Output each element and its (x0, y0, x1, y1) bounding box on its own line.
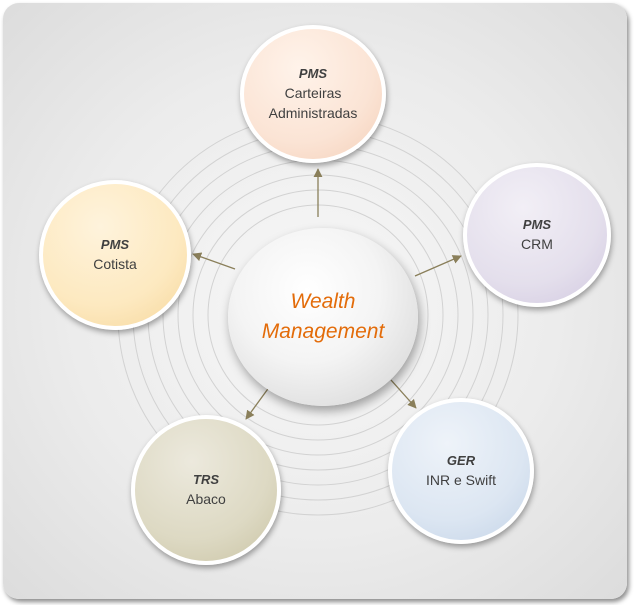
arrow-to-left-node (192, 252, 236, 270)
node-label: CRM (521, 236, 553, 252)
node-title: PMS (522, 217, 552, 232)
node-label: Carteiras (284, 85, 342, 101)
diagram-frame: PMS Carteiras Administradas PMS CRM GER … (3, 3, 627, 599)
hub-wealth-management: Wealth Management (228, 228, 418, 406)
node-title: TRS (193, 472, 219, 487)
connector-arrows (192, 168, 462, 420)
node-label: Abaco (186, 491, 226, 507)
node-label: Administradas (268, 105, 358, 121)
hub-title-line2: Management (261, 320, 385, 343)
node-pms-carteiras-administradas: PMS Carteiras Administradas (240, 25, 386, 163)
arrow-to-right-node (414, 255, 462, 277)
node-pms-cotista: PMS Cotista (39, 180, 191, 330)
node-title: PMS (298, 66, 328, 81)
node-title: GER (446, 453, 476, 468)
node-trs-abaco: TRS Abaco (131, 415, 281, 565)
node-label: INR e Swift (425, 472, 496, 488)
arrow-to-bottom-right-node (390, 379, 417, 409)
node-label: Cotista (93, 256, 137, 272)
node-ger-inr-e-swift: GER INR e Swift (388, 398, 534, 544)
arrow-to-bottom-left-node (245, 385, 271, 420)
node-title: PMS (100, 237, 130, 252)
node-pms-crm: PMS CRM (463, 163, 611, 307)
hub-title-line1: Wealth (290, 290, 356, 313)
